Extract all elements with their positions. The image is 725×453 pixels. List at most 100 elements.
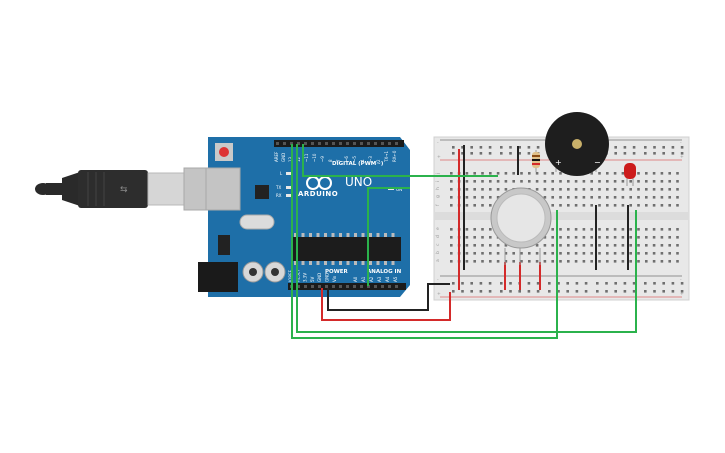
breadboard-hole[interactable] <box>450 244 453 247</box>
rail-hole[interactable] <box>662 146 665 149</box>
breadboard-hole[interactable] <box>473 236 476 239</box>
rail-hole[interactable] <box>509 146 512 149</box>
breadboard-hole[interactable] <box>574 236 578 239</box>
breadboard-hole[interactable] <box>613 244 617 247</box>
rail-hole[interactable] <box>566 290 569 293</box>
rail-hole[interactable] <box>527 282 531 285</box>
breadboard-hole[interactable] <box>676 244 679 247</box>
breadboard-hole[interactable] <box>574 252 578 255</box>
breadboard-hole[interactable] <box>559 228 562 231</box>
breadboard-hole[interactable] <box>543 180 547 183</box>
breadboard-hole[interactable] <box>567 236 570 239</box>
breadboard-hole[interactable] <box>645 236 648 239</box>
breadboard-hole[interactable] <box>473 228 476 231</box>
breadboard-hole[interactable] <box>559 236 562 239</box>
breadboard-hole[interactable] <box>668 244 671 247</box>
breadboard-hole[interactable] <box>535 260 539 263</box>
breadboard-hole[interactable] <box>473 204 476 207</box>
breadboard-hole[interactable] <box>676 204 679 207</box>
breadboard-hole[interactable] <box>450 236 453 239</box>
breadboard-hole[interactable] <box>567 204 570 207</box>
breadboard-hole[interactable] <box>668 260 671 263</box>
breadboard-hole[interactable] <box>606 244 609 247</box>
rail-hole[interactable] <box>557 290 560 293</box>
breadboard-hole[interactable] <box>645 204 648 207</box>
header-hole[interactable] <box>311 142 314 145</box>
breadboard-hole[interactable] <box>543 196 547 199</box>
breadboard-hole[interactable] <box>489 252 492 255</box>
wire-gnd-black[interactable] <box>327 283 450 311</box>
breadboard-hole[interactable] <box>606 196 609 199</box>
rail-hole[interactable] <box>518 152 521 155</box>
breadboard-hole[interactable] <box>489 172 492 175</box>
breadboard-hole[interactable] <box>504 180 508 183</box>
rail-hole[interactable] <box>488 152 492 155</box>
breadboard-hole[interactable] <box>551 236 554 239</box>
breadboard-hole[interactable] <box>473 260 476 263</box>
breadboard-hole[interactable] <box>629 236 632 239</box>
header-hole[interactable] <box>297 285 300 288</box>
breadboard-hole[interactable] <box>652 196 656 199</box>
rail-hole[interactable] <box>662 290 665 293</box>
breadboard-hole[interactable] <box>668 204 671 207</box>
rail-hole[interactable] <box>632 152 636 155</box>
breadboard-hole[interactable] <box>496 180 500 183</box>
breadboard-hole[interactable] <box>652 228 656 231</box>
rail-hole[interactable] <box>614 290 617 293</box>
red-led[interactable] <box>624 163 636 186</box>
breadboard-hole[interactable] <box>489 188 492 191</box>
breadboard-hole[interactable] <box>504 172 508 175</box>
breadboard-hole[interactable] <box>668 252 671 255</box>
rail-hole[interactable] <box>536 146 540 149</box>
breadboard-hole[interactable] <box>637 244 640 247</box>
header-hole[interactable] <box>353 142 356 145</box>
breadboard-hole[interactable] <box>629 244 632 247</box>
rail-hole[interactable] <box>623 282 627 285</box>
breadboard-hole[interactable] <box>582 204 586 207</box>
rail-hole[interactable] <box>653 290 656 293</box>
breadboard-hole[interactable] <box>645 252 648 255</box>
breadboard-hole[interactable] <box>668 228 671 231</box>
rail-hole[interactable] <box>575 290 579 293</box>
breadboard-hole[interactable] <box>489 236 492 239</box>
rail-hole[interactable] <box>632 146 636 149</box>
breadboard-hole[interactable] <box>598 260 601 263</box>
rail-hole[interactable] <box>632 290 636 293</box>
breadboard-hole[interactable] <box>660 196 664 199</box>
breadboard-hole[interactable] <box>481 204 484 207</box>
breadboard-hole[interactable] <box>676 172 679 175</box>
breadboard-hole[interactable] <box>582 244 586 247</box>
rail-hole[interactable] <box>557 282 560 285</box>
breadboard-hole[interactable] <box>574 228 578 231</box>
breadboard-hole[interactable] <box>450 188 453 191</box>
breadboard-hole[interactable] <box>512 180 515 183</box>
breadboard-hole[interactable] <box>543 188 547 191</box>
breadboard-hole[interactable] <box>567 228 570 231</box>
rail-hole[interactable] <box>536 290 540 293</box>
breadboard-hole[interactable] <box>590 236 593 239</box>
breadboard-hole[interactable] <box>465 204 469 207</box>
rail-hole[interactable] <box>470 290 473 293</box>
breadboard-jumpers[interactable] <box>458 145 629 290</box>
rail-hole[interactable] <box>470 152 473 155</box>
breadboard-hole[interactable] <box>668 180 671 183</box>
breadboard-hole[interactable] <box>613 180 617 183</box>
breadboard-hole[interactable] <box>574 180 578 183</box>
breadboard-hole[interactable] <box>613 204 617 207</box>
breadboard-hole[interactable] <box>629 180 632 183</box>
rail-hole[interactable] <box>500 146 503 149</box>
breadboard-hole[interactable] <box>660 204 664 207</box>
header-hole[interactable] <box>304 142 307 145</box>
breadboard-hole[interactable] <box>668 172 671 175</box>
header-hole[interactable] <box>332 285 335 288</box>
breadboard-hole[interactable] <box>520 260 523 263</box>
rail-hole[interactable] <box>644 290 647 293</box>
breadboard-hole[interactable] <box>496 252 500 255</box>
breadboard-hole[interactable] <box>574 196 578 199</box>
rail-hole[interactable] <box>623 152 627 155</box>
breadboard-hole[interactable] <box>465 228 469 231</box>
breadboard-hole[interactable] <box>637 180 640 183</box>
rail-hole[interactable] <box>614 146 617 149</box>
breadboard-hole[interactable] <box>621 252 625 255</box>
breadboard-hole[interactable] <box>551 172 554 175</box>
